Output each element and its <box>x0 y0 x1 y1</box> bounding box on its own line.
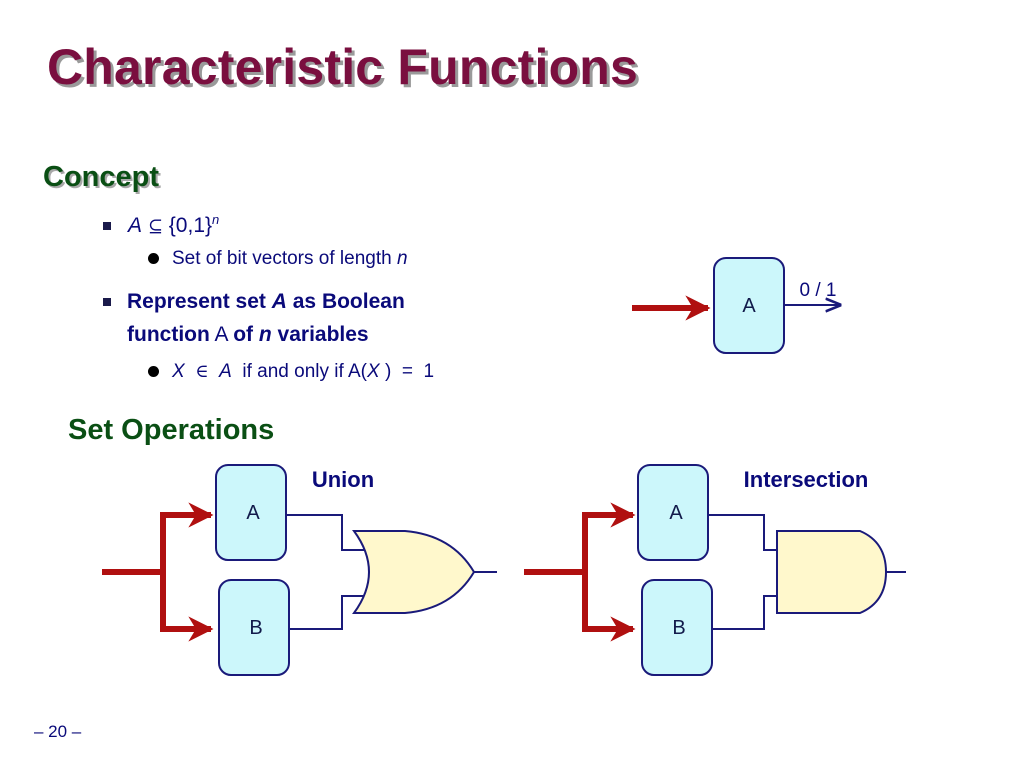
bit-vectors-var: n <box>396 248 408 269</box>
iff-text: if and only if A( <box>242 361 368 382</box>
close-paren: ) <box>384 361 392 382</box>
slide-title: Characteristic Functions <box>47 39 639 95</box>
intersection-wire-b <box>712 595 777 630</box>
single-function-diagram: A 0 / 1 <box>632 257 840 354</box>
intersection-diagram: Intersection A B <box>524 464 906 676</box>
represent-line-2: function A of n variables <box>127 323 369 347</box>
equals-sign: = <box>401 361 413 382</box>
represent-var: A <box>271 290 287 313</box>
union-box-b <box>218 579 290 676</box>
union-wire-b <box>289 595 368 630</box>
n-var: n <box>258 323 272 346</box>
intersection-caption: Intersection <box>744 467 869 492</box>
represent-prefix: Represent set <box>127 290 266 313</box>
variables-word: variables <box>277 323 369 346</box>
square-bullet-icon <box>103 298 111 306</box>
exponent: n <box>212 212 220 227</box>
represent-line-1: Represent set A as Boolean <box>127 290 405 314</box>
union-diagram: Union A B <box>102 464 497 676</box>
subset-symbol: ⊆ <box>147 216 163 237</box>
intersection-box-b-label: B <box>672 617 685 639</box>
of-word: of <box>233 323 254 346</box>
concept-heading: Concept <box>43 161 159 193</box>
output-value-label: 0 / 1 <box>800 280 837 301</box>
one-value: 1 <box>423 361 435 382</box>
set-var: A <box>128 214 143 237</box>
bit-vectors-text: Set of bit vectors of length <box>172 248 392 269</box>
union-box-a <box>215 464 287 561</box>
and-gate <box>776 530 888 614</box>
intersection-wire-a <box>708 514 777 551</box>
bullet-bit-vectors: Set of bit vectors of length n <box>172 248 408 270</box>
round-bullet-icon <box>148 366 159 377</box>
union-caption: Union <box>312 467 374 492</box>
element-of-symbol: ∈ <box>195 361 209 382</box>
x-var-2: X <box>367 361 380 382</box>
or-gate <box>352 530 476 614</box>
square-bullet-icon <box>103 222 111 230</box>
slide-number: – 20 – <box>34 722 82 741</box>
membership-line: X ∈ A if and only if A(X ) = 1 <box>172 361 434 383</box>
union-wire-a <box>286 514 368 551</box>
set-operations-heading: Set Operations <box>68 414 275 446</box>
set-literal: {0,1} <box>168 214 213 237</box>
bullet-a-subset: A ⊆ {0,1}n <box>128 212 219 238</box>
intersection-box-b <box>641 579 713 676</box>
intersection-box-a <box>637 464 709 561</box>
represent-suffix: as Boolean <box>292 290 405 313</box>
function-name: A <box>214 323 228 346</box>
round-bullet-icon <box>148 253 159 264</box>
x-var: X <box>172 361 185 382</box>
union-box-b-label: B <box>249 617 262 639</box>
intersection-box-a-label: A <box>669 502 683 524</box>
function-box-a-label: A <box>742 295 756 317</box>
union-box-a-label: A <box>246 502 260 524</box>
a-var: A <box>219 361 232 382</box>
function-word: function <box>127 323 210 346</box>
